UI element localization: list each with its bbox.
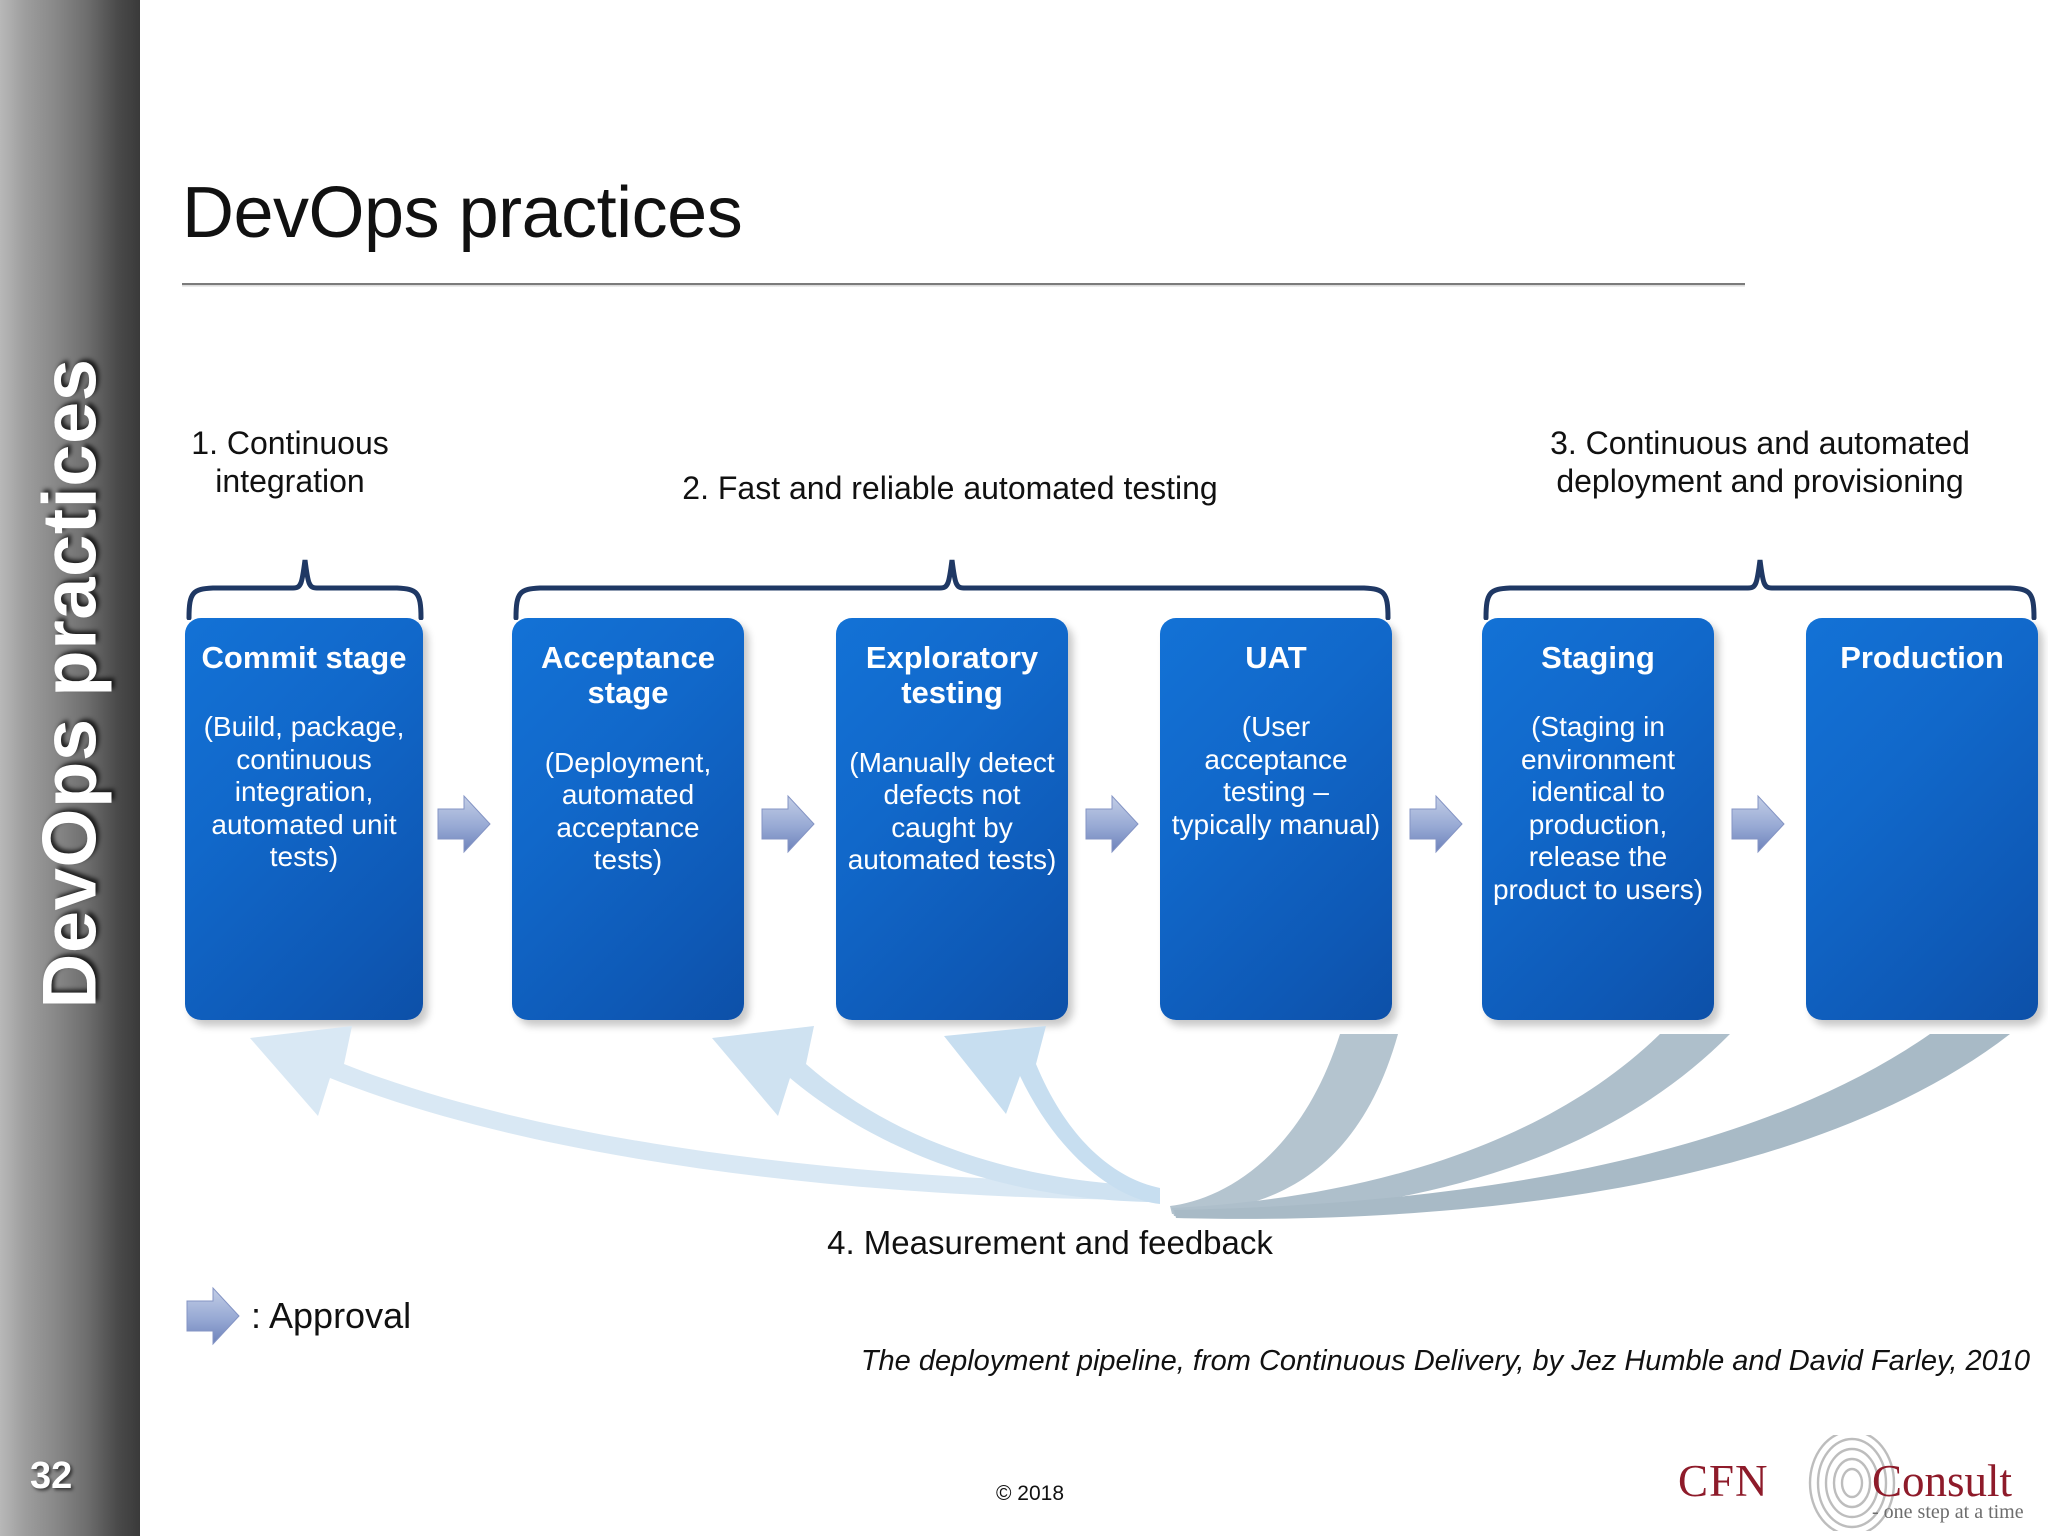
group-label-deployment-provisioning: 3. Continuous and automated deployment a… xyxy=(1550,425,1970,499)
logo-tagline: - one step at a time xyxy=(1872,1501,2024,1523)
legend-approval: : Approval xyxy=(185,1285,411,1347)
logo-name-left: CFN xyxy=(1678,1456,1769,1506)
source-caption: The deployment pipeline, from Continuous… xyxy=(860,1345,2030,1377)
logo-name-right: Consult xyxy=(1872,1456,2013,1506)
pipeline-stage-exploratory-testing[interactable]: Exploratory testing (Manually detect def… xyxy=(836,618,1068,1020)
cfn-consult-logo: CFN Consult - one step at a time xyxy=(1672,1435,2032,1531)
brace-group-3 xyxy=(1483,559,2037,620)
approval-arrow-icon xyxy=(186,1286,240,1346)
page-number: 32 xyxy=(30,1455,73,1497)
measurement-feedback-arrows xyxy=(250,1026,2010,1219)
stage-body: (Build, package, continuous integration,… xyxy=(203,711,405,873)
stage-body: (Deployment, automated acceptance tests) xyxy=(544,746,712,876)
feedback-label: 4. Measurement and feedback xyxy=(827,1224,1273,1261)
stage-title: Production xyxy=(1840,640,2004,675)
pipeline-stage-uat[interactable]: UAT (User acceptance testing – typically… xyxy=(1160,618,1392,1020)
approval-arrow-icon xyxy=(437,794,491,854)
stage-body: (Staging in environment identical to pro… xyxy=(1492,711,1704,905)
left-sidebar-band xyxy=(0,0,140,1536)
page-title: DevOps practices xyxy=(182,173,743,253)
title-divider xyxy=(182,283,1745,287)
stage-title: UAT xyxy=(1245,640,1307,675)
group-label-automated-testing: 2. Fast and reliable automated testing xyxy=(682,470,1218,506)
brace-group-2 xyxy=(513,559,1391,620)
approval-arrow-icon xyxy=(1085,794,1139,854)
pipeline-stage-staging[interactable]: Staging (Staging in environment identica… xyxy=(1482,618,1714,1020)
approval-arrow-icon xyxy=(1409,794,1463,854)
stage-body: (User acceptance testing – typically man… xyxy=(1171,711,1381,840)
brace-group-1 xyxy=(186,559,424,620)
approval-arrow-icon xyxy=(761,794,815,854)
legend-approval-label: : Approval xyxy=(251,1295,412,1336)
approval-arrow-icon xyxy=(1731,794,1785,854)
stage-title: Staging xyxy=(1541,640,1655,675)
copyright-text: © 2018 xyxy=(995,1482,1065,1505)
pipeline-stage-production[interactable]: Production xyxy=(1806,618,2038,1020)
group-label-continuous-integration: 1. Continuous integration xyxy=(191,425,389,499)
stage-title: Acceptance stage xyxy=(540,640,716,711)
pipeline-stage-acceptance[interactable]: Acceptance stage (Deployment, automated … xyxy=(512,618,744,1020)
fingerprint-icon xyxy=(1808,1435,1896,1531)
stage-title: Commit stage xyxy=(201,640,407,675)
stage-title: Exploratory testing xyxy=(865,640,1039,711)
stage-body: (Manually detect defects not caught by a… xyxy=(847,746,1057,876)
pipeline-stage-commit[interactable]: Commit stage (Build, package, continuous… xyxy=(185,618,423,1020)
